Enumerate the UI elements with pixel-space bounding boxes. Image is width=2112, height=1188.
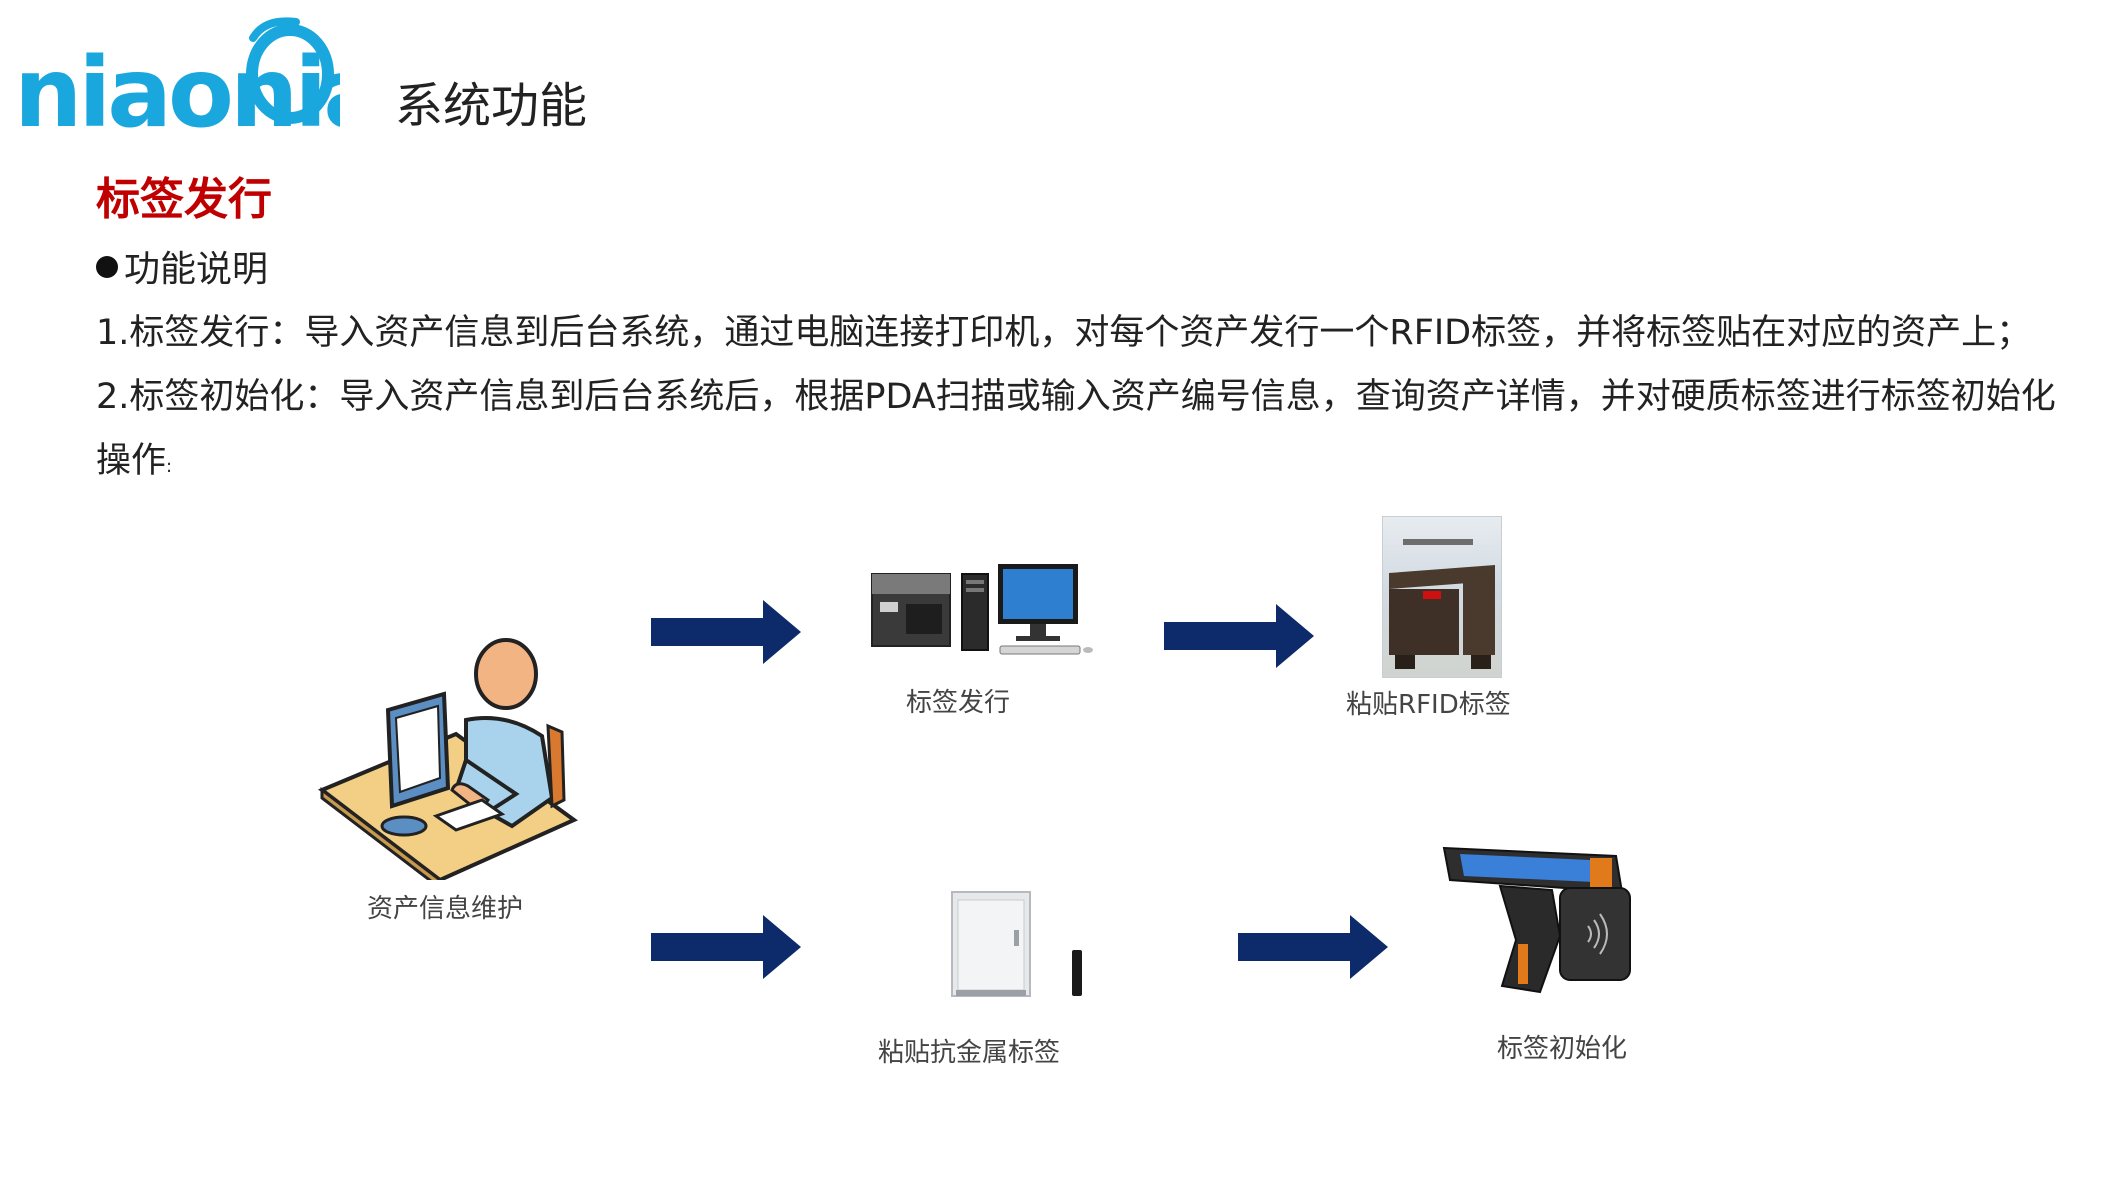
- caption-paste-anti-metal-tag: 粘贴抗金属标签: [878, 1038, 1061, 1068]
- section-title: 标签发行: [96, 174, 272, 225]
- cabinet-with-metal-tag-icon: [951, 891, 1082, 997]
- handheld-pda-scanner-icon: [1442, 846, 1631, 994]
- flow-arrow-1-icon: [651, 600, 801, 664]
- paragraph-3-text: 操作: [96, 441, 167, 481]
- company-logo: niaonia: [14, 17, 340, 138]
- caption-asset-maintenance: 资产信息维护: [367, 894, 524, 924]
- paragraph-3: 操作:: [96, 444, 172, 479]
- person-at-computer-icon: [318, 638, 578, 880]
- bullet-dot-icon: [96, 256, 118, 278]
- bullet-heading: 功能说明: [96, 240, 268, 292]
- printer-and-computer-icon: [871, 564, 1093, 655]
- paragraph-3-tail: :: [166, 456, 173, 477]
- flow-arrow-3-icon: [651, 915, 801, 979]
- caption-tag-issuance: 标签发行: [906, 688, 1011, 718]
- flow-arrow-2-icon: [1164, 604, 1314, 668]
- paragraph-2: 2.标签初始化：导入资产信息到后台系统后，根据PDA扫描或输入资产编号信息，查询…: [96, 377, 2056, 417]
- desk-photo: [1382, 516, 1502, 678]
- bullet-heading-text: 功能说明: [124, 249, 269, 290]
- caption-paste-rfid-tag: 粘贴RFID标签: [1346, 690, 1511, 720]
- logo-o-icon: [246, 17, 334, 124]
- paragraph-1: 1.标签发行：导入资产信息到后台系统，通过电脑连接打印机，对每个资产发行一个RF…: [96, 313, 2032, 353]
- flow-arrow-4-icon: [1238, 915, 1388, 979]
- caption-tag-initialization: 标签初始化: [1497, 1034, 1628, 1064]
- header-title: 系统功能: [395, 78, 588, 134]
- desk-with-tag-icon: [1389, 539, 1495, 669]
